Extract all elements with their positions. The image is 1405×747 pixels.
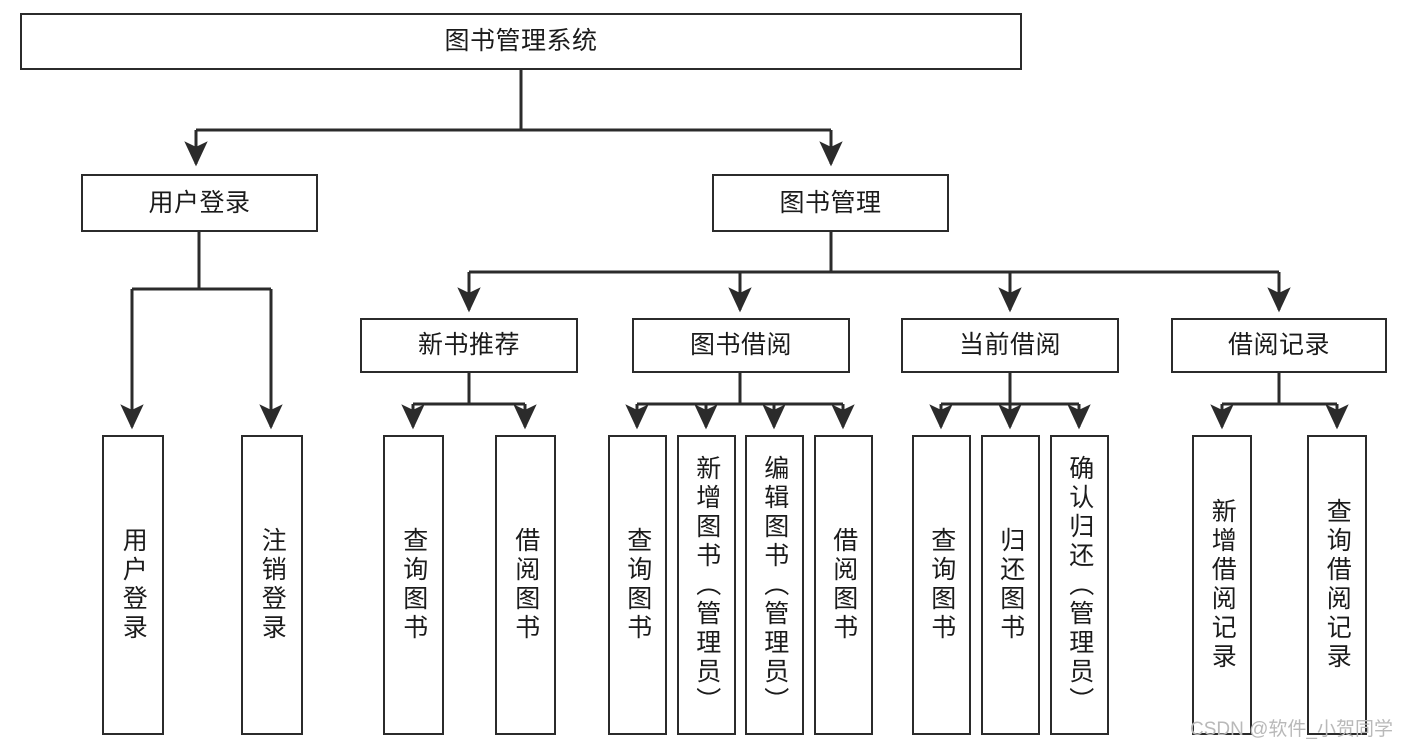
node-leaf-confirm-return[interactable]: 确认归还（管理员） xyxy=(1050,435,1109,735)
node-new-book-recommend-label: 新书推荐 xyxy=(417,331,520,360)
node-leaf-borrow-book-1-label: 借阅图书 xyxy=(511,527,540,643)
node-leaf-query-book-1[interactable]: 查询图书 xyxy=(383,435,444,735)
node-leaf-borrow-book-2-label: 借阅图书 xyxy=(829,527,858,643)
node-current-borrow-label: 当前借阅 xyxy=(958,331,1061,360)
node-root[interactable]: 图书管理系统 xyxy=(20,13,1022,70)
node-leaf-confirm-return-label: 确认归还（管理员） xyxy=(1065,454,1094,716)
node-leaf-query-book-2[interactable]: 查询图书 xyxy=(608,435,667,735)
node-book-borrow[interactable]: 图书借阅 xyxy=(632,318,850,373)
node-leaf-borrow-book-2[interactable]: 借阅图书 xyxy=(814,435,873,735)
node-user-login[interactable]: 用户登录 xyxy=(81,174,318,232)
node-borrow-record-label: 借阅记录 xyxy=(1227,331,1330,360)
node-root-label: 图书管理系统 xyxy=(444,27,598,56)
node-user-login-label: 用户登录 xyxy=(148,188,251,217)
node-book-manage[interactable]: 图书管理 xyxy=(712,174,949,232)
node-leaf-edit-book[interactable]: 编辑图书（管理员） xyxy=(745,435,804,735)
node-leaf-logout-label: 注销登录 xyxy=(258,527,287,643)
node-leaf-borrow-book-1[interactable]: 借阅图书 xyxy=(495,435,556,735)
csdn-watermark: CSDN @软件_小贺同学 xyxy=(1190,719,1393,740)
node-leaf-add-record-label: 新增借阅记录 xyxy=(1208,498,1237,672)
node-leaf-add-book-label: 新增图书（管理员） xyxy=(692,454,721,716)
node-leaf-user-login-label: 用户登录 xyxy=(119,527,148,643)
node-current-borrow[interactable]: 当前借阅 xyxy=(901,318,1119,373)
node-leaf-return-book-label: 归还图书 xyxy=(996,527,1025,643)
node-leaf-query-book-2-label: 查询图书 xyxy=(623,527,652,643)
node-leaf-add-record[interactable]: 新增借阅记录 xyxy=(1192,435,1252,735)
node-leaf-query-book-3[interactable]: 查询图书 xyxy=(912,435,971,735)
node-leaf-add-book[interactable]: 新增图书（管理员） xyxy=(677,435,736,735)
node-leaf-logout[interactable]: 注销登录 xyxy=(241,435,303,735)
node-borrow-record[interactable]: 借阅记录 xyxy=(1171,318,1387,373)
node-leaf-query-book-3-label: 查询图书 xyxy=(927,527,956,643)
node-leaf-query-record-label: 查询借阅记录 xyxy=(1323,498,1352,672)
node-leaf-user-login[interactable]: 用户登录 xyxy=(102,435,164,735)
node-new-book-recommend[interactable]: 新书推荐 xyxy=(360,318,578,373)
node-leaf-query-book-1-label: 查询图书 xyxy=(399,527,428,643)
node-book-borrow-label: 图书借阅 xyxy=(689,331,792,360)
node-book-manage-label: 图书管理 xyxy=(779,188,882,217)
node-leaf-return-book[interactable]: 归还图书 xyxy=(981,435,1040,735)
node-leaf-edit-book-label: 编辑图书（管理员） xyxy=(760,454,789,716)
node-leaf-query-record[interactable]: 查询借阅记录 xyxy=(1307,435,1367,735)
